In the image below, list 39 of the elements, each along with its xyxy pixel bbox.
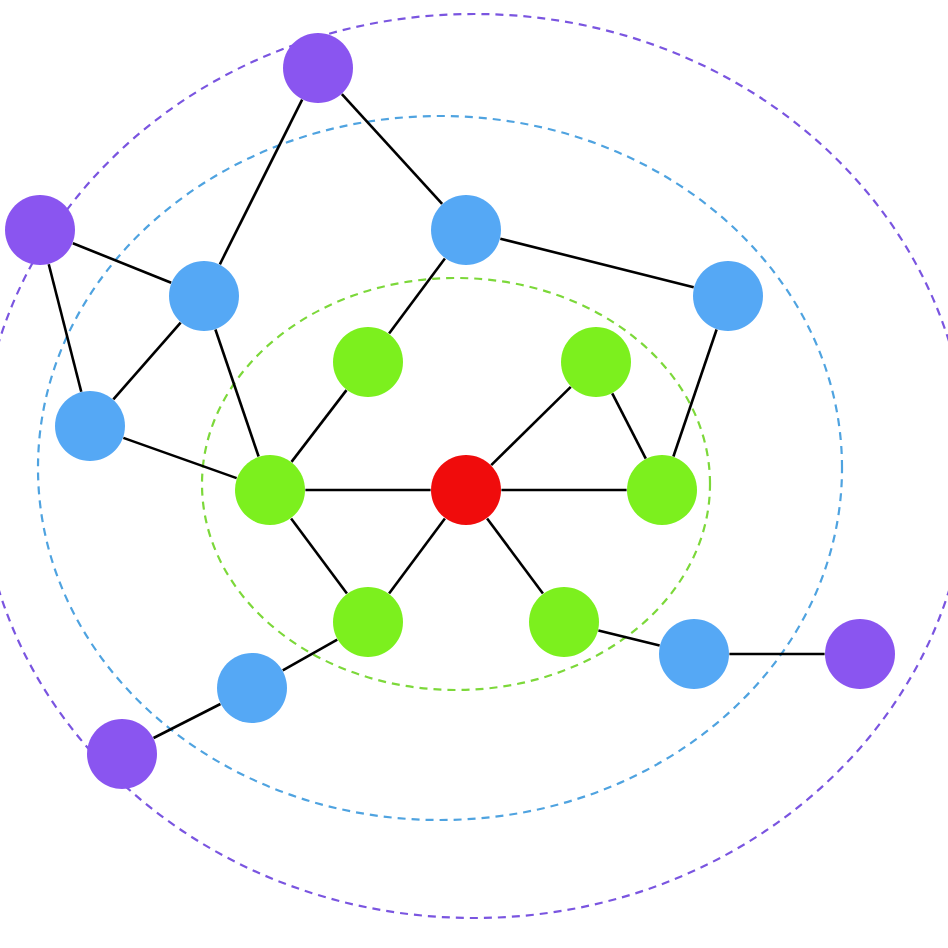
graph-node (561, 327, 631, 397)
edge-line (122, 436, 238, 480)
graph-node (659, 619, 729, 689)
graph-node (87, 719, 157, 789)
graph-node (529, 587, 599, 657)
graph-node (283, 33, 353, 103)
edge-line (47, 263, 83, 393)
graph-node (55, 391, 125, 461)
edge-line (672, 329, 718, 457)
edge-line (282, 638, 338, 672)
edge-line (388, 257, 446, 335)
edge-line (214, 329, 260, 457)
graph-node (627, 455, 697, 525)
edge-line (500, 237, 694, 289)
edge-line (305, 488, 431, 492)
graph-node (431, 195, 501, 265)
graph-node (333, 327, 403, 397)
graph-node (169, 261, 239, 331)
graph-node (235, 455, 305, 525)
graph-node (333, 587, 403, 657)
graph-node (825, 619, 895, 689)
edge-line (388, 517, 446, 595)
edge-line (290, 389, 348, 463)
edge-line (729, 652, 825, 656)
edge-line (112, 321, 182, 401)
edge-line (598, 629, 660, 647)
edge-line (340, 93, 444, 205)
edge-line (72, 242, 172, 284)
edge-line (218, 99, 304, 265)
graph-node (5, 195, 75, 265)
graph-node (431, 455, 501, 525)
edge-line (153, 702, 222, 740)
graph-node (217, 653, 287, 723)
graph-node (693, 261, 763, 331)
edge-line (290, 517, 348, 595)
edge-line (501, 488, 627, 492)
edge-line (486, 517, 544, 595)
edge-line (611, 392, 647, 460)
edge-line (490, 385, 572, 467)
